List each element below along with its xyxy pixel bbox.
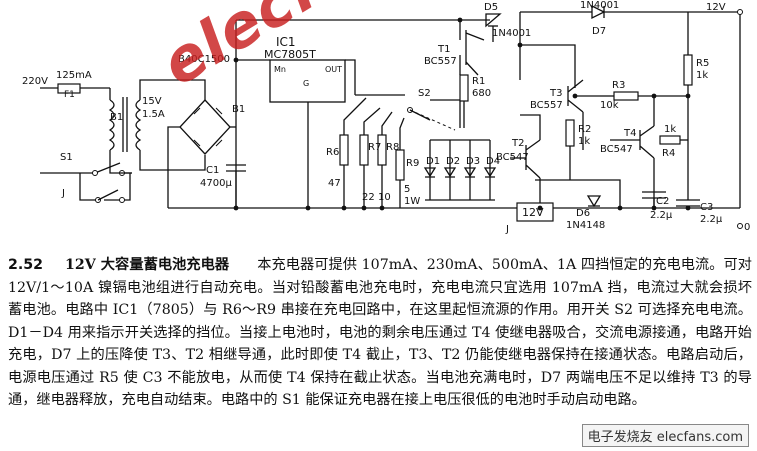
site-logo: 电子发烧友 elecfans.com (581, 424, 749, 447)
c3-label: C3 (700, 202, 713, 213)
s2-label: S2 (418, 88, 431, 99)
r1-label: R1 (472, 76, 485, 87)
description-paragraph: 2.52 12V 大容量蓄电池充电器本充电器可提供 107mA、230mA、500… (8, 254, 752, 412)
t4-part: BC547 (600, 144, 633, 155)
r6-label: R6 (326, 147, 339, 158)
r7-symbol (359, 134, 369, 166)
relay-contact-label: J (61, 188, 65, 199)
c3-value: 2.2μ (700, 214, 723, 225)
t2-part: BC547 (496, 152, 529, 163)
ic1-gnd-pin: G (303, 79, 309, 88)
ic1-body (269, 59, 346, 103)
c2-value: 2.2μ (650, 210, 673, 221)
relay-coil-label: J (505, 224, 509, 235)
r6-symbol (339, 134, 349, 166)
circuit-schematic: 220V 125mA F1 B1 15V 1.5A B40C1500 B1 C1… (22, 0, 750, 235)
r9-power: 1W (404, 196, 420, 207)
ground-zero-label: 0 (744, 222, 750, 233)
c1-label: C1 (206, 165, 219, 176)
t4-label: T4 (623, 128, 636, 139)
ic1-out-pin: OUT (325, 65, 342, 74)
d2-label: D2 (446, 156, 460, 167)
secondary-voltage-label: 15V (142, 96, 162, 107)
t2-label: T2 (511, 138, 524, 149)
r1-value: 680 (472, 88, 491, 99)
ic1-label: IC1 (276, 35, 296, 49)
figure-number: 2.52 (8, 257, 44, 273)
figure-body: 本充电器可提供 107mA、230mA、500mA、1A 四挡恒定的充电电流。可… (8, 257, 752, 408)
bridge-part-label: B40C1500 (178, 54, 230, 65)
d7-part: 1N4001 (580, 0, 619, 11)
r4-symbol (659, 135, 681, 145)
mains-label: 220V (22, 76, 48, 87)
r5-symbol (683, 54, 693, 86)
j-contact-right (119, 197, 125, 203)
relay-coil (516, 202, 554, 222)
d4-label: D4 (486, 156, 500, 167)
r1-symbol (459, 74, 469, 102)
d7-label: D7 (592, 26, 606, 37)
secondary-current-label: 1.5A (142, 109, 165, 120)
c2-label: C2 (656, 196, 669, 207)
transformer-label: B1 (110, 112, 123, 123)
r5-label: R5 (696, 58, 709, 69)
r9-label: R9 (406, 158, 419, 169)
f1-label: F1 (64, 90, 75, 100)
fuse-value-label: 125mA (56, 70, 92, 81)
d3-label: D3 (466, 156, 480, 167)
d5-part: 1N4001 (492, 28, 531, 39)
ic1-in-pin: Mn (274, 65, 286, 74)
t3-label: T3 (549, 88, 562, 99)
s1-contact-left (92, 170, 98, 176)
r7-value: 22 (362, 192, 375, 203)
r6-value: 47 (328, 178, 341, 189)
r4-value: 1k (664, 124, 676, 135)
r3-value: 10k (600, 100, 619, 111)
r3-symbol (613, 91, 639, 101)
d6-label: D6 (576, 208, 590, 219)
s1-label: S1 (60, 152, 73, 163)
r8-value: 10 (378, 192, 391, 203)
t3-part: BC557 (530, 100, 563, 111)
ic1-part-label: MC7805T (264, 48, 316, 61)
r9-value: 5 (404, 184, 410, 195)
r5-value: 1k (696, 70, 708, 81)
r4-label: R4 (662, 148, 675, 159)
r9-symbol (395, 149, 405, 181)
bridge-label: B1 (232, 104, 245, 115)
figure-title: 12V 大容量蓄电池充电器 (65, 257, 230, 273)
t1-label: T1 (437, 44, 450, 55)
r2-symbol (565, 119, 575, 147)
r2-label: R2 (578, 124, 591, 135)
r3-label: R3 (612, 80, 625, 91)
d6-part: 1N4148 (566, 220, 605, 231)
d1-label: D1 (426, 156, 440, 167)
r7-label: R7 (368, 142, 381, 153)
fuse-symbol (57, 83, 81, 94)
r2-value: 1k (578, 136, 590, 147)
c1-value-label: 4700μ (200, 178, 232, 189)
supply-12v-label: 12V (706, 2, 726, 13)
d5-label: D5 (484, 2, 498, 13)
description-text: 2.52 12V 大容量蓄电池充电器本充电器可提供 107mA、230mA、500… (8, 254, 752, 412)
relay-voltage-label: 12V (522, 206, 544, 219)
r8-label: R8 (386, 142, 399, 153)
t1-part: BC557 (424, 56, 457, 67)
